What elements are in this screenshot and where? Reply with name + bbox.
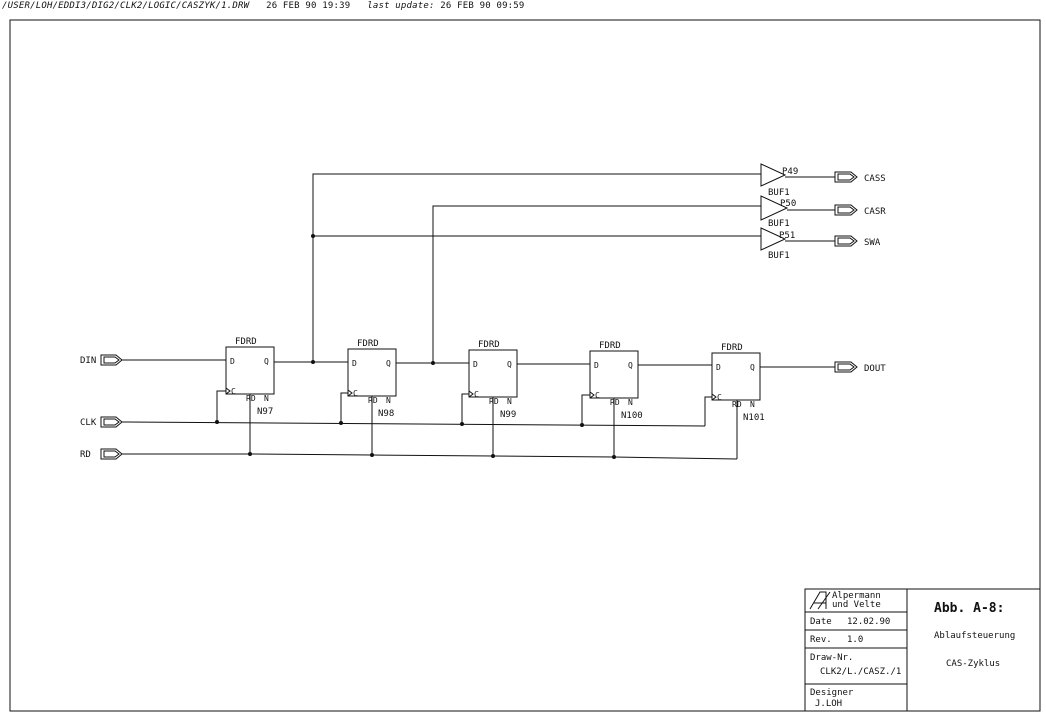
buffer-wires	[312, 173, 761, 363]
flipflop-name: N101	[743, 413, 765, 423]
flipflop-type: FDRD	[357, 339, 379, 349]
pin-q: Q	[264, 357, 269, 366]
pin-rd: RD	[489, 397, 499, 406]
output-connector-swa: SWA	[834, 235, 881, 248]
description-line2: CAS-Zyklus	[946, 659, 1000, 669]
buffer-name: P49	[782, 167, 798, 177]
data-wires	[122, 359, 835, 368]
pin-c: C	[595, 391, 600, 400]
draw-number-label: Draw-Nr.	[810, 653, 853, 663]
update-label: last update:	[367, 1, 435, 11]
pin-d: D	[594, 361, 599, 370]
pin-n: N	[750, 400, 755, 409]
pin-q: Q	[750, 363, 755, 372]
title-block: Alpermann und Velte Date 12.02.90 Rev. 1…	[804, 588, 1041, 712]
pin-n: N	[628, 398, 633, 407]
designer-value: J.LOH	[815, 699, 842, 709]
output-label-cass: CASS	[864, 174, 886, 184]
clock-wires	[121, 390, 712, 427]
pin-q: Q	[628, 361, 633, 370]
date-label: Date	[810, 617, 832, 627]
buffer-p50: P50 BUF1	[760, 195, 835, 229]
flipflop-n100: FDRD D Q C RD N N100	[589, 341, 643, 421]
buffer-name: P50	[780, 199, 796, 209]
flipflop-name: N100	[621, 411, 643, 421]
description-line1: Ablaufsteuerung	[934, 631, 1015, 641]
flipflop-n101: FDRD D Q C RD N N101	[711, 343, 765, 423]
pin-d: D	[352, 359, 357, 368]
pin-rd: RD	[368, 396, 378, 405]
flipflop-type: FDRD	[721, 343, 743, 353]
pin-rd: RD	[610, 398, 620, 407]
pin-d: D	[230, 357, 235, 366]
file-header: /USER/LOH/EDDI3/DIG2/CLK2/LOGIC/CASZYK/1…	[2, 1, 525, 11]
output-connector-dout: DOUT	[834, 361, 886, 374]
pin-c: C	[231, 387, 236, 396]
pin-c: C	[353, 389, 358, 398]
buffer-p49: P49 BUF1	[760, 163, 835, 198]
pin-d: D	[473, 360, 478, 369]
pin-c: C	[474, 390, 479, 399]
pin-d: D	[716, 363, 721, 372]
flipflop-type: FDRD	[599, 341, 621, 351]
figure-label: Abb. A-8:	[934, 601, 1004, 616]
output-label-swa: SWA	[864, 238, 881, 248]
output-label-casr: CASR	[864, 207, 886, 217]
company-name-line1: Alpermann	[832, 591, 881, 601]
drawing-border	[9, 19, 1041, 712]
company-name-line2: und Velte	[832, 600, 881, 610]
reset-wires	[122, 394, 738, 460]
input-label-din: DIN	[80, 356, 96, 366]
output-label-dout: DOUT	[864, 364, 886, 374]
pin-n: N	[264, 394, 269, 403]
flipflop-name: N98	[378, 409, 394, 419]
company-logo	[809, 591, 831, 610]
flipflop-n97: FDRD D Q C RD N N97	[225, 337, 275, 417]
pin-n: N	[386, 396, 391, 405]
date-value: 12.02.90	[847, 617, 890, 627]
pin-rd: RD	[246, 394, 256, 403]
output-connector-casr: CASR	[834, 204, 886, 217]
update-date: 26 FEB 90 09:59	[440, 1, 525, 11]
rev-label: Rev.	[810, 635, 832, 645]
file-path: /USER/LOH/EDDI3/DIG2/CLK2/LOGIC/CASZYK/1…	[2, 1, 250, 11]
pin-q: Q	[507, 360, 512, 369]
flipflop-n99: FDRD D Q C RD N N99	[468, 340, 518, 420]
buffer-type: BUF1	[768, 188, 790, 198]
draw-number-value: CLK2/L./CASZ./1	[820, 667, 901, 677]
input-connector-clk: CLK	[80, 416, 123, 428]
buffer-type: BUF1	[768, 251, 790, 261]
output-connector-cass: CASS	[834, 171, 886, 184]
junction-dots	[215, 234, 616, 459]
input-label-clk: CLK	[80, 418, 97, 428]
flipflop-type: FDRD	[235, 337, 257, 347]
buffer-p51: P51 BUF1	[760, 227, 835, 261]
pin-c: C	[717, 393, 722, 402]
buffer-name: P51	[779, 231, 795, 241]
rev-value: 1.0	[847, 635, 863, 645]
file-date: 26 FEB 90 19:39	[266, 1, 351, 11]
flipflop-n98: FDRD D Q C RD N N98	[347, 339, 397, 419]
input-connector-rd: RD	[80, 448, 123, 460]
buffer-type: BUF1	[768, 219, 790, 229]
flipflop-name: N97	[257, 407, 273, 417]
pin-q: Q	[386, 359, 391, 368]
designer-label: Designer	[810, 688, 854, 698]
flipflop-type: FDRD	[478, 340, 500, 350]
pin-n: N	[507, 397, 512, 406]
input-label-rd: RD	[80, 450, 91, 460]
input-connector-din: DIN	[80, 354, 123, 366]
flipflop-name: N99	[500, 410, 516, 420]
